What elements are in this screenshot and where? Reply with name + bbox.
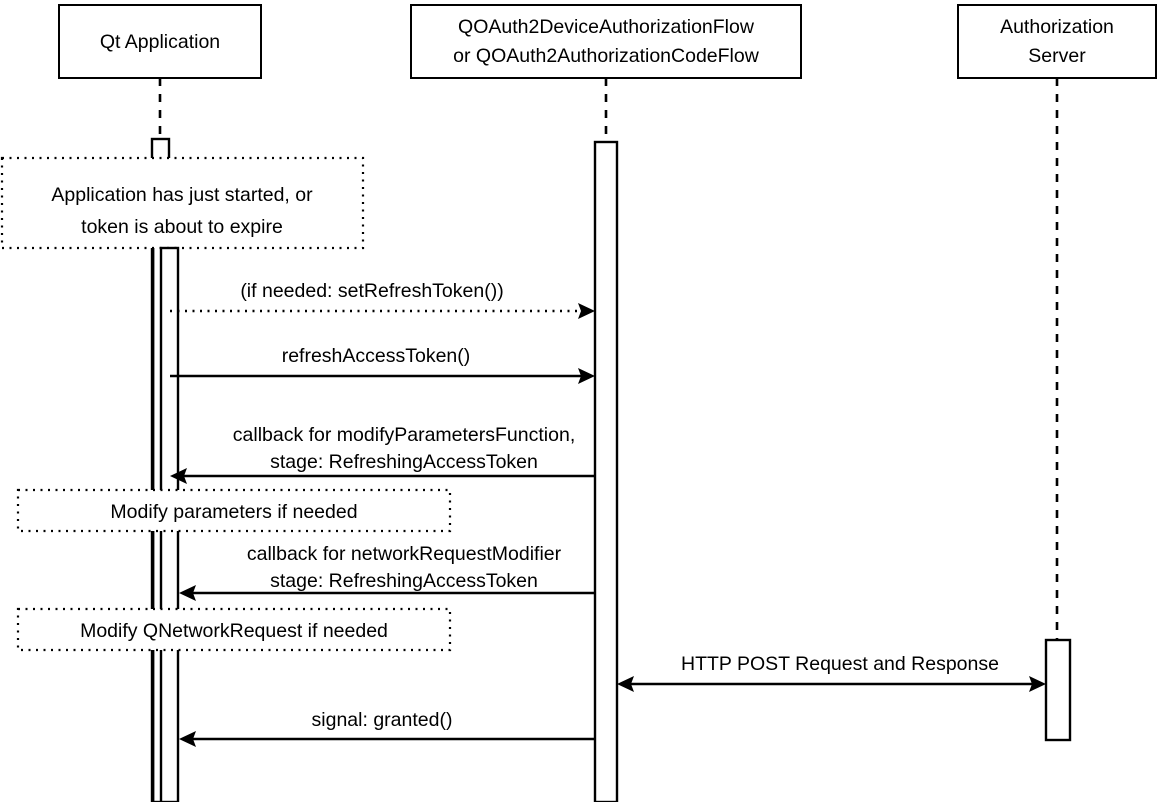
participant-qt-application[interactable]: Qt Application [58, 4, 262, 79]
note-box-modify-parameters [16, 488, 452, 533]
note-box-modify-request [16, 607, 452, 652]
message-label-callback-modify-parameters-line-1: callback for modifyParametersFunction, [233, 424, 575, 446]
message-label-set-refresh-token: (if needed: setRefreshToken()) [240, 280, 503, 302]
arrow-head-right-refresh-access-token [578, 368, 595, 384]
note-modify-request-text: Modify QNetworkRequest if needed [80, 620, 388, 642]
message-http-post[interactable]: HTTP POST Request and Response [617, 653, 1046, 692]
message-label-signal-granted: signal: granted() [312, 709, 453, 731]
message-label-callback-network-request-modifier-line-2: stage: RefreshingAccessToken [270, 570, 538, 592]
note-app-started-line-2: token is about to expire [81, 216, 283, 238]
message-callback-modify-parameters[interactable]: callback for modifyParametersFunction, s… [170, 424, 595, 484]
arrow-head-left-callback-network-request-modifier [179, 585, 196, 601]
note-modify-parameters: Modify parameters if needed [16, 488, 452, 533]
message-label-callback-modify-parameters-line-2: stage: RefreshingAccessToken [270, 451, 538, 473]
participant-label-authorization-server-line-1: Authorization [1000, 16, 1114, 38]
participant-label-oauth2-flow-line-2: or QOAuth2AuthorizationCodeFlow [453, 45, 760, 67]
arrow-head-left-http-post [617, 676, 634, 692]
participant-label-qt-application-line-1: Qt Application [100, 31, 220, 53]
message-signal-granted[interactable]: signal: granted() [179, 709, 595, 747]
activation-bar-authorization-server [1044, 638, 1072, 742]
participant-oauth2-flow[interactable]: QOAuth2DeviceAuthorizationFlow or QOAuth… [410, 4, 802, 79]
message-label-refresh-access-token: refreshAccessToken() [282, 345, 471, 367]
note-modify-parameters-text: Modify parameters if needed [110, 501, 357, 523]
note-modify-request: Modify QNetworkRequest if needed [16, 607, 452, 652]
participant-box-oauth2-flow[interactable] [410, 4, 802, 79]
message-set-refresh-token[interactable]: (if needed: setRefreshToken()) [170, 280, 595, 319]
message-label-http-post: HTTP POST Request and Response [681, 653, 999, 675]
note-app-started: Application has just started, or token i… [0, 156, 365, 250]
participant-label-authorization-server-line-2: Server [1028, 45, 1086, 67]
activation-bar-oauth2-flow [593, 140, 619, 802]
note-box-app-started [0, 156, 365, 250]
participant-box-qt-application[interactable] [58, 4, 262, 79]
message-callback-network-request-modifier[interactable]: callback for networkRequestModifier stag… [179, 543, 595, 601]
note-app-started-line-1: Application has just started, or [51, 184, 313, 206]
lifelines-group [158, 78, 1059, 645]
arrow-head-right-set-refresh-token [578, 303, 595, 319]
participant-label-oauth2-flow-line-1: QOAuth2DeviceAuthorizationFlow [458, 16, 755, 38]
arrow-head-left-callback-modify-parameters [170, 468, 187, 484]
arrow-head-right-http-post [1029, 676, 1046, 692]
message-label-callback-network-request-modifier-line-1: callback for networkRequestModifier [247, 543, 562, 565]
participant-box-authorization-server[interactable] [957, 4, 1157, 79]
message-refresh-access-token[interactable]: refreshAccessToken() [170, 345, 595, 384]
arrow-head-left-signal-granted [179, 731, 196, 747]
participant-authorization-server[interactable]: Authorization Server [957, 4, 1157, 79]
